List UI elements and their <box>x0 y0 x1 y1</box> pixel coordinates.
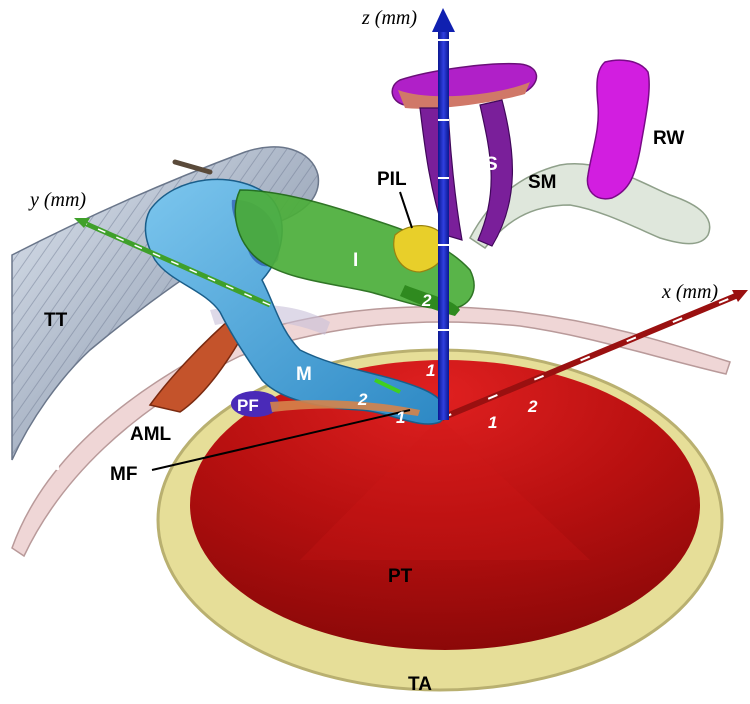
z-tick-1: 1 <box>426 361 435 380</box>
label-aml: AML <box>130 424 172 445</box>
label-pil: PIL <box>377 169 407 190</box>
z-axis-label: z (mm) <box>361 7 417 29</box>
z-tick-2: 2 <box>421 291 432 310</box>
y-tick-1: 1 <box>396 408 405 427</box>
x-tick-1: 1 <box>488 413 497 432</box>
label-i: I <box>353 250 358 271</box>
round-window <box>587 60 649 199</box>
label-ta: TA <box>408 674 432 695</box>
y-tick-2: 2 <box>357 390 368 409</box>
label-ct: CT <box>38 454 64 475</box>
label-tt: TT <box>44 310 68 331</box>
x-axis-label: x (mm) <box>661 281 718 303</box>
x-tick-2: 2 <box>527 397 538 416</box>
y-axis-label: y (mm) <box>28 189 86 211</box>
stapes-crura <box>420 100 512 246</box>
label-sm: SM <box>528 172 557 193</box>
label-pf: PF <box>237 396 259 415</box>
label-m: M <box>296 364 312 385</box>
label-rw: RW <box>653 128 684 149</box>
pil-leader-line <box>400 192 412 228</box>
label-s: S <box>485 154 498 175</box>
label-mf: MF <box>110 464 137 485</box>
label-pt: PT <box>388 566 413 587</box>
